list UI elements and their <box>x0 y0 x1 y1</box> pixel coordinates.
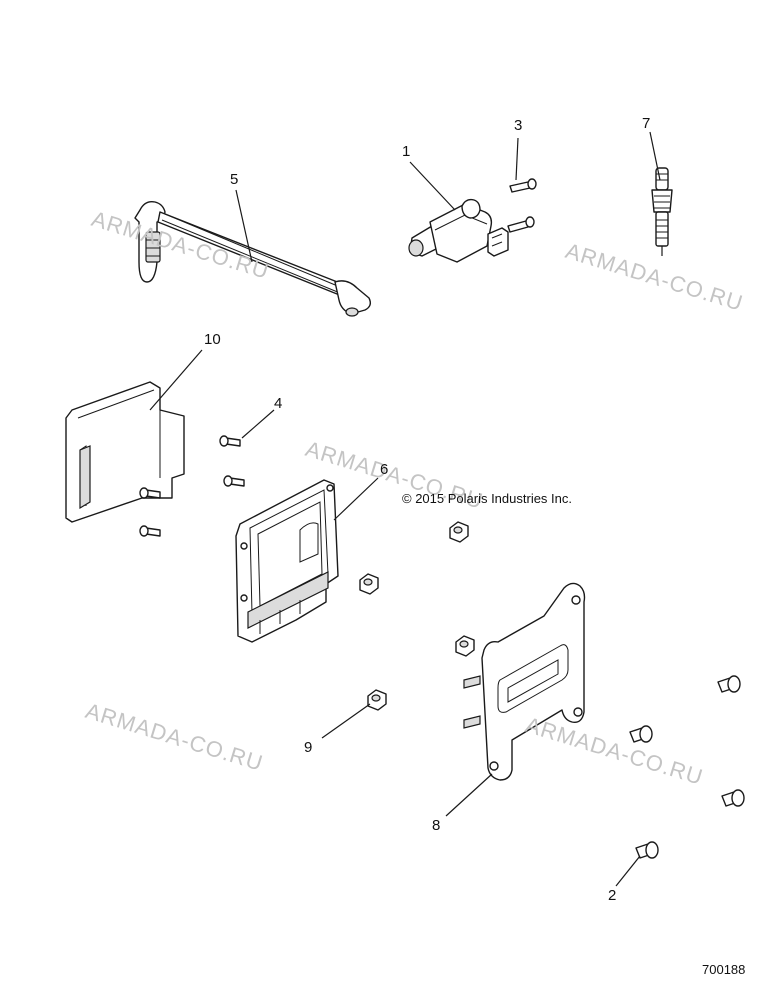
part-1-ignition-coil <box>408 198 509 263</box>
copyright-notice: © 2015 Polaris Industries Inc. <box>402 491 572 506</box>
callout-3: 3 <box>514 117 523 134</box>
callout-6: 6 <box>380 461 389 478</box>
part-7-spark-plug <box>651 167 673 256</box>
callout-8: 8 <box>432 817 441 834</box>
part-5-ignition-lead <box>134 200 372 317</box>
part-6-ecu <box>235 479 339 643</box>
callout-2: 2 <box>608 887 617 904</box>
callout-5: 5 <box>230 171 239 188</box>
callout-4: 4 <box>274 395 283 412</box>
part-8-frame-bracket <box>463 582 586 781</box>
part-10-mounting-bracket <box>65 381 185 523</box>
figure-number: 700188 <box>702 962 746 977</box>
callout-10: 10 <box>204 331 221 348</box>
part-9-nuts <box>359 521 475 711</box>
part-2-bolts <box>629 675 745 859</box>
part-3-screws <box>507 178 537 233</box>
callout-7: 7 <box>642 115 651 132</box>
leader-lines <box>149 131 661 887</box>
part-4-screws <box>139 435 245 537</box>
callout-9: 9 <box>304 739 313 756</box>
callout-1: 1 <box>402 143 411 160</box>
